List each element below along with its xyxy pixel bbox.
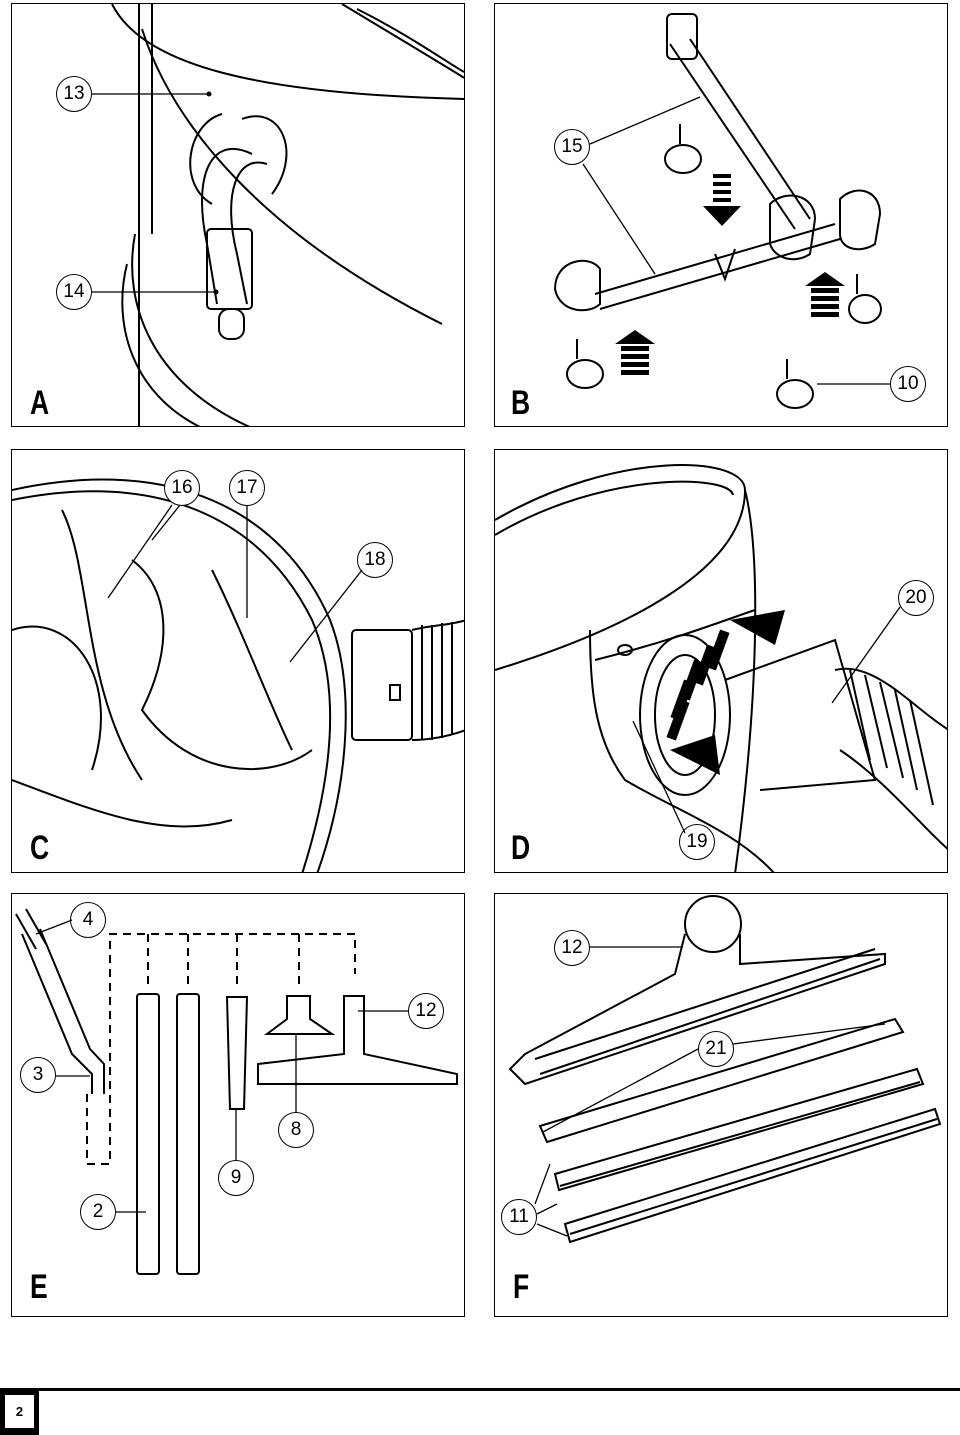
leader-lines (107, 504, 363, 663)
callout-12: 12 (554, 930, 590, 966)
panel-letter: F (513, 1268, 530, 1306)
leader-line (92, 289, 219, 295)
callout-19: 19 (679, 824, 715, 860)
callout-2: 2 (80, 1194, 116, 1230)
callout-4: 4 (70, 902, 106, 938)
figure-panel-f: 12 21 11 F (494, 893, 948, 1317)
figure-panel-a: 13 14 A (11, 3, 465, 427)
callout-8: 8 (278, 1112, 314, 1148)
callout-16: 16 (164, 470, 200, 506)
accessories-illustration (15, 908, 458, 1275)
figure-panel-c: 16 17 18 C (11, 449, 465, 873)
leader-lines (632, 606, 901, 834)
callout-20: 20 (898, 580, 934, 616)
figure-panel-e: 4 3 12 8 9 2 E (11, 893, 465, 1317)
floor-nozzle-illustration (508, 895, 942, 1244)
callout-3: 3 (20, 1057, 56, 1093)
callout-10: 10 (890, 366, 926, 402)
callout-15: 15 (554, 129, 590, 165)
drum-clip-illustration (111, 4, 464, 426)
leader-lines (582, 96, 890, 385)
panel-letter: B (511, 384, 531, 422)
callout-13: 13 (56, 76, 92, 112)
figure-panel-d: 20 19 D (494, 449, 948, 873)
callout-18: 18 (357, 542, 393, 578)
rotate-arrow (666, 610, 785, 775)
direction-arrows (615, 174, 845, 375)
panel-letter: D (511, 829, 531, 867)
panel-letter: C (30, 829, 50, 867)
leader-line (92, 91, 212, 97)
callout-9: 9 (218, 1160, 254, 1196)
panel-letter: A (30, 384, 50, 422)
callout-14: 14 (56, 274, 92, 310)
hose-connection-illustration (495, 464, 947, 872)
page-number-box: 2 (0, 1388, 39, 1435)
leader-lines (35, 919, 408, 1213)
filter-bag-illustration (12, 478, 464, 872)
callout-21: 21 (698, 1031, 734, 1067)
panel-letter: E (30, 1268, 48, 1306)
callout-11: 11 (501, 1199, 537, 1235)
callout-12: 12 (408, 993, 444, 1029)
page-number: 2 (5, 1395, 34, 1428)
footer-rule (0, 1388, 960, 1391)
leader-lines (534, 946, 886, 1237)
caster-base-illustration (553, 13, 882, 409)
figure-panel-b: 15 10 B (494, 3, 948, 427)
callout-17: 17 (229, 470, 265, 506)
